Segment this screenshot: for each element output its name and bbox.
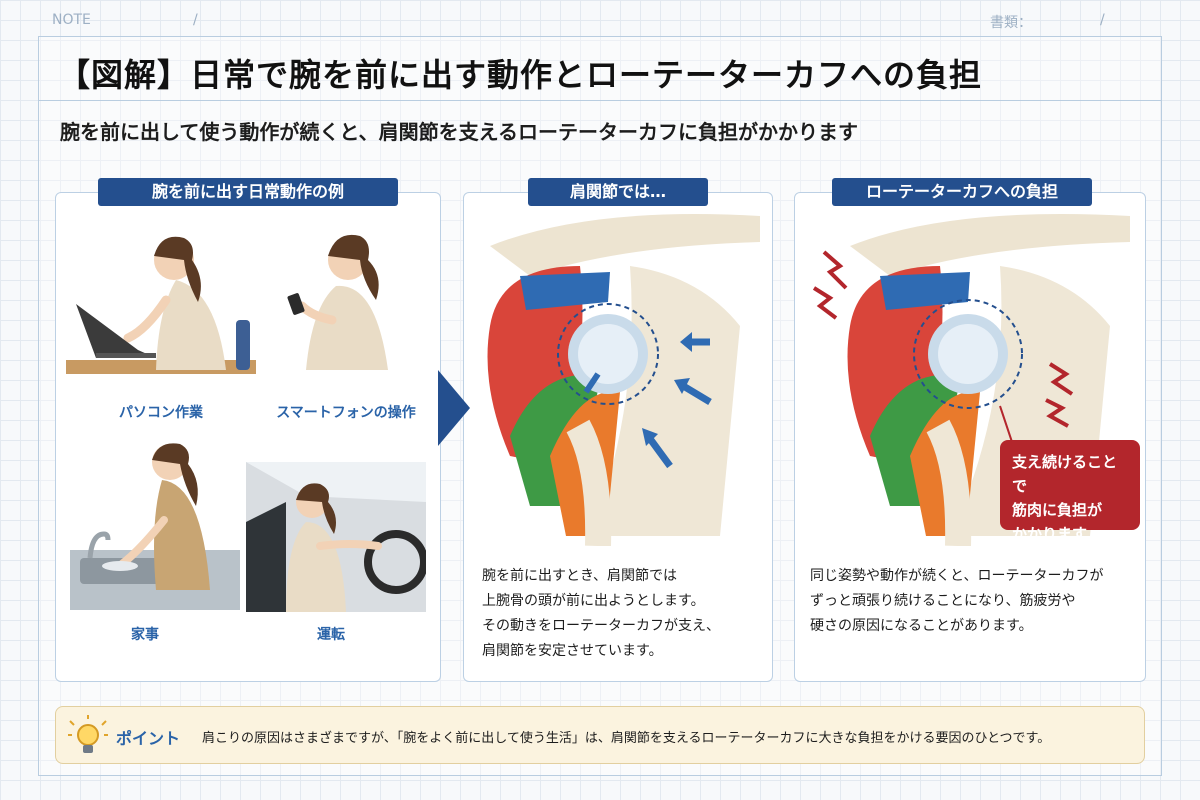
point-text: 肩こりの原因はさまざまですが、「腕をよく前に出して使う生活」は、肩関節を支えるロ…: [202, 731, 1051, 746]
panel-tag-shoulder-joint: 肩関節では…: [528, 178, 708, 206]
title-divider: [38, 100, 1162, 101]
scene-caption-laptop: パソコン作業: [119, 405, 203, 421]
page-subtitle: 腕を前に出して使う動作が続くと、肩関節を支えるローテーターカフに負担がかかります: [60, 120, 858, 144]
smartphone-illustration: [266, 220, 436, 390]
driving-illustration: [246, 462, 426, 612]
panel-tag-rotator-cuff-load: ローテーターカフへの負担: [832, 178, 1092, 206]
page-title: 【図解】日常で腕を前に出す動作とローテーターカフへの負担: [58, 56, 983, 94]
description-line: 肩関節を安定させています。: [482, 643, 663, 659]
panel-arrow-icon: [438, 370, 470, 450]
point-box: ポイント 肩こりの原因はさまざまですが、「腕をよく前に出して使う生活」は、肩関節…: [55, 706, 1145, 764]
scene-caption-smartphone: スマートフォンの操作: [276, 405, 416, 421]
document-slash: /: [1100, 12, 1105, 28]
notebook-header: NOTE / 書類： /: [0, 12, 1200, 34]
scene-caption-housework: 家事: [131, 627, 159, 643]
shoulder-joint-description: 腕を前に出すとき、肩関節では 上腕骨の頭が前に出ようとします。 その動きをローテ…: [482, 564, 720, 664]
shoulder-joint-illustration: [470, 206, 768, 550]
rotator-cuff-description: 同じ姿勢や動作が続くと、ローテーターカフが ずっと頑張り続けることになり、筋疲労…: [810, 564, 1103, 639]
description-line: 硬さの原因になることがあります。: [810, 618, 1033, 634]
description-line: その動きをローテーターカフが支え、: [482, 618, 720, 634]
note-label: NOTE: [52, 12, 91, 28]
callout-line: 支え続けることで: [1012, 453, 1118, 495]
description-line: 上腕骨の頭が前に出ようとします。: [482, 593, 705, 609]
description-line: 腕を前に出すとき、肩関節では: [482, 568, 678, 584]
point-label: ポイント: [116, 729, 181, 748]
laptop-work-illustration: [66, 220, 256, 390]
callout-line: かかります: [1012, 525, 1088, 543]
strain-callout: 支え続けることで 筋肉に負担が かかります: [1000, 440, 1140, 543]
note-slash: /: [193, 12, 198, 28]
rotator-cuff-strain-illustration: [800, 206, 1140, 550]
description-line: 同じ姿勢や動作が続くと、ローテーターカフが: [810, 568, 1104, 584]
description-line: ずっと頑張り続けることになり、筋疲労や: [810, 593, 1076, 609]
panel-tag-daily-motions: 腕を前に出す日常動作の例: [98, 178, 398, 206]
lightbulb-icon: [68, 715, 108, 761]
document-label: 書類：: [990, 15, 1032, 31]
scene-caption-driving: 運転: [317, 627, 345, 643]
dishwashing-illustration: [70, 440, 240, 610]
callout-line: 筋肉に負担が: [1012, 501, 1103, 519]
